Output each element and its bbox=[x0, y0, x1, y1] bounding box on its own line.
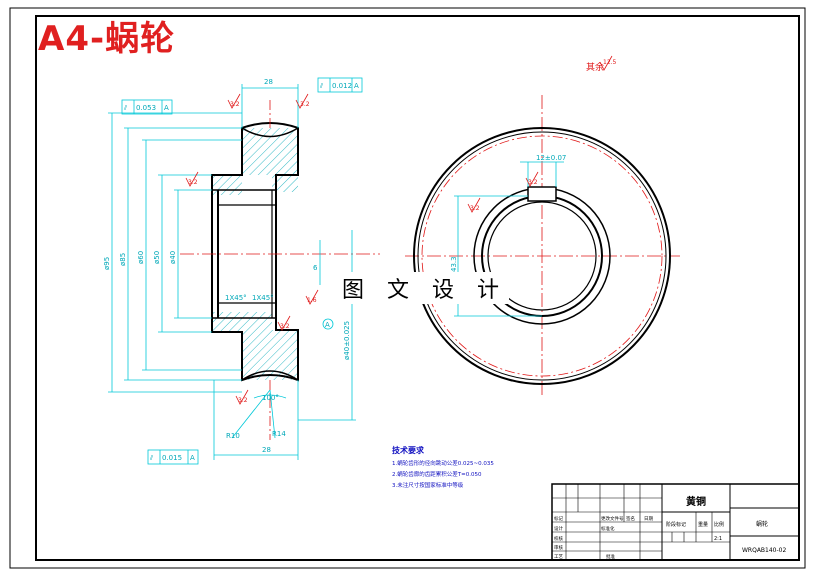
std-label: 标准化 bbox=[601, 525, 615, 532]
rough-2: 3.2 bbox=[300, 101, 310, 108]
rough-3: 3.2 bbox=[188, 179, 198, 186]
tol-top-datum: A bbox=[354, 82, 359, 90]
rough-4: 1.6 bbox=[307, 297, 317, 304]
right-rough-2: 3.2 bbox=[528, 179, 538, 186]
drawing-number: WRQAB140-02 bbox=[742, 547, 786, 554]
title-block-text: 黄铜 蜗轮 WRQAB140-02 阶段标记 重量 比例 2:1 标记 设计 校… bbox=[554, 495, 786, 560]
key-dim: 6 bbox=[313, 264, 318, 272]
part-name: 蜗轮 bbox=[756, 520, 768, 528]
weight-label: 重量 bbox=[698, 521, 708, 528]
left-section-view: 28 28 ⫽ 0.012 A ⫽ 0.053 A ⫽ 0.015 A 1X45… bbox=[103, 77, 380, 465]
notes-heading: 技术要求 bbox=[392, 445, 425, 455]
right-end-view: 其余 12.5 12±0.07 43.3 3.2 3.2 bbox=[405, 55, 680, 398]
tol-top-val: 0.012 bbox=[332, 82, 352, 90]
radius-r10: R10 bbox=[226, 432, 240, 440]
page-title: A4-蜗轮 bbox=[38, 19, 176, 59]
row-label-4: 审核 bbox=[554, 544, 563, 551]
note-3: 3.未注尺寸按国家标准中等级 bbox=[392, 481, 464, 489]
scale-label: 比例 bbox=[714, 521, 724, 528]
row-label-2: 设计 bbox=[554, 525, 563, 532]
row-label-5: 工艺 bbox=[554, 554, 563, 560]
note-2: 2.蜗轮齿廓的齿距累积公差T=0.050 bbox=[392, 470, 482, 478]
tol-bottom-datum: A bbox=[190, 454, 195, 462]
radius-r14: R14 bbox=[272, 430, 286, 438]
outer-border bbox=[9, 7, 806, 569]
keyway-width: 12±0.07 bbox=[536, 154, 566, 162]
outer-vertical-dim: ø40±0.025 bbox=[343, 321, 351, 360]
stage-label: 阶段标记 bbox=[666, 521, 686, 528]
row-label-3: 校核 bbox=[554, 535, 563, 542]
rough-1: 3.2 bbox=[230, 101, 240, 108]
dia-95: ø95 bbox=[103, 257, 111, 270]
surface-value: 12.5 bbox=[603, 59, 617, 66]
tol-top-sym: ⫽ bbox=[319, 82, 324, 90]
surface-label: 其余 bbox=[586, 61, 604, 73]
datum-a: A bbox=[325, 321, 330, 329]
right-rough-1: 3.2 bbox=[470, 205, 480, 212]
chamfer-left: 1X45° bbox=[225, 294, 247, 302]
rough-6: 3.2 bbox=[238, 397, 248, 404]
dim-top-label: 28 bbox=[264, 78, 273, 86]
dia-40: ø40 bbox=[169, 251, 177, 264]
header-col-4: 签名 bbox=[626, 515, 635, 522]
material: 黄铜 bbox=[686, 495, 706, 508]
inner-border bbox=[35, 15, 800, 561]
tol-left-datum: A bbox=[164, 104, 169, 112]
dim-bottom-label: 28 bbox=[262, 446, 271, 454]
dia-60: ø60 bbox=[137, 251, 145, 264]
technical-notes: 技术要求 1.蜗轮齿形的径向跳动公差0.025~0.035 2.蜗轮齿廓的齿距累… bbox=[392, 445, 494, 489]
tol-left-sym: ⫽ bbox=[123, 104, 128, 112]
dia-50: ø50 bbox=[153, 251, 161, 264]
tol-left-val: 0.053 bbox=[136, 104, 156, 112]
scale-value: 2:1 bbox=[714, 536, 722, 542]
tol-bottom-val: 0.015 bbox=[162, 454, 182, 462]
watermark-text: 图 文 设 计 bbox=[340, 272, 509, 304]
keyway-depth: 43.3 bbox=[450, 256, 458, 272]
tol-bottom-sym: ⫽ bbox=[149, 454, 154, 462]
title-block bbox=[551, 483, 800, 561]
chamfer-right: 1X45° bbox=[252, 294, 274, 302]
header-col-5: 日期 bbox=[644, 516, 653, 522]
row-label-1: 标记 bbox=[554, 515, 563, 522]
dia-85: ø85 bbox=[119, 253, 127, 266]
approve-label: 批准 bbox=[606, 553, 615, 560]
header-col-3: 更改文件号 bbox=[601, 515, 624, 522]
angle-100: 100° bbox=[262, 394, 279, 402]
rough-5: 3.2 bbox=[280, 323, 290, 330]
note-1: 1.蜗轮齿形的径向跳动公差0.025~0.035 bbox=[392, 459, 494, 467]
